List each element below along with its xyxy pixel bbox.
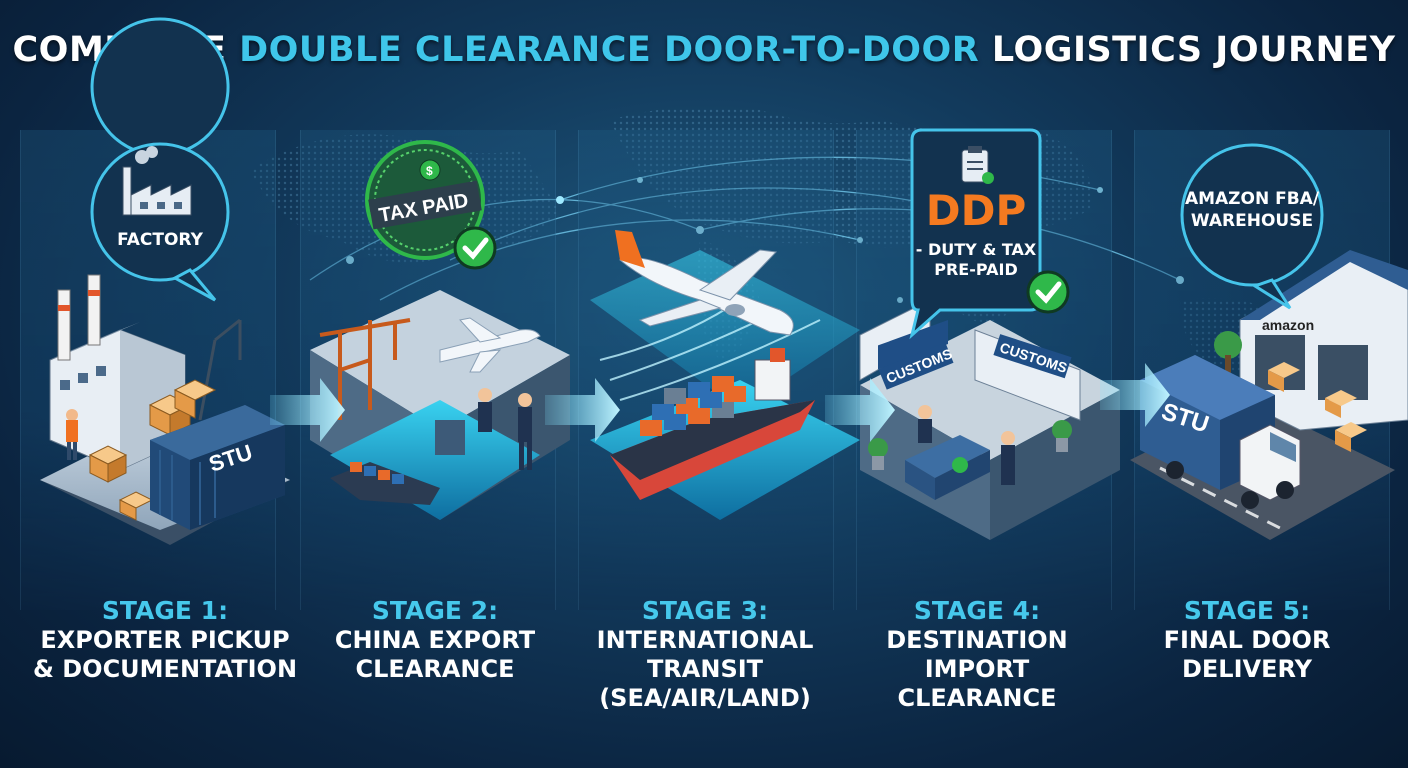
ddp-line-1: - DUTY & TAX — [915, 240, 1037, 259]
stage-4-line-2: IMPORT CLEARANCE — [897, 655, 1057, 712]
ddp-bubble — [909, 128, 1070, 340]
stage-3-line-2: TRANSIT — [646, 655, 764, 683]
stage-2-number: STAGE 2: — [371, 596, 499, 625]
stage-2-airplane — [439, 317, 541, 373]
stage-3-number: STAGE 3: — [641, 596, 769, 625]
stage-5-line-1: FINAL DOOR — [1163, 626, 1331, 654]
check-icon — [453, 226, 497, 270]
tree — [1214, 331, 1242, 375]
stage-3-scene — [590, 230, 860, 520]
customs-desk — [905, 435, 990, 500]
stage-4-number: STAGE 4: — [913, 596, 1041, 625]
stage-2-line-2: CLEARANCE — [355, 655, 515, 683]
worker-figure — [66, 409, 78, 460]
ddp-title: DDP — [925, 186, 1027, 235]
factory-bubble — [90, 17, 230, 302]
stage-2-cargo-ship — [330, 462, 440, 505]
stage-4-line-1: DESTINATION — [886, 626, 1068, 654]
stage-1-line-1: EXPORTER PICKUP — [40, 626, 290, 654]
stage-3-label: STAGE 3: INTERNATIONAL TRANSIT (SEA/AIR/… — [570, 596, 840, 713]
stage-5-label: STAGE 5: FINAL DOOR DELIVERY — [1112, 596, 1382, 684]
port-crane — [319, 318, 411, 420]
amazon-sign: amazon — [1262, 317, 1314, 333]
arrow-right-icon — [270, 363, 1170, 442]
title-part-2: LOGISTICS JOURNEY — [979, 30, 1396, 70]
tax-paid-badge: $ TAX PAID — [365, 140, 497, 270]
stage-2-scene — [310, 290, 570, 520]
stage-3-line-1: INTERNATIONAL — [596, 626, 814, 654]
title-highlight: DOUBLE CLEARANCE DOOR-TO-DOOR — [239, 30, 980, 70]
stage-4-label: STAGE 4: DESTINATION IMPORT CLEARANCE — [842, 596, 1112, 713]
airplane-icon — [615, 230, 794, 336]
amazon-bubble-line-2: WAREHOUSE — [1190, 211, 1314, 231]
clipboard-icon — [961, 146, 994, 184]
ddp-line-2: PRE-PAID — [934, 260, 1018, 279]
ddp-check-icon — [1026, 270, 1070, 314]
factory-icon — [122, 146, 192, 216]
tax-symbol: $ — [426, 164, 433, 178]
stage-1-label: STAGE 1: EXPORTER PICKUP & DOCUMENTATION — [30, 596, 300, 684]
customs-sign-left — [878, 319, 948, 370]
crane — [198, 318, 242, 421]
customs-officers — [435, 388, 532, 470]
potted-plant — [868, 420, 1072, 470]
stage-5-line-2: DELIVERY — [1181, 655, 1313, 683]
amazon-bubble-line-1: AMAZON FBA/ — [1184, 189, 1320, 209]
stage-1-line-2: & DOCUMENTATION — [32, 655, 298, 683]
stage-3-line-3: (SEA/AIR/LAND) — [599, 684, 811, 712]
amazon-bubble — [1180, 143, 1324, 310]
truck-icon: STU — [1140, 355, 1301, 509]
stage-1-scene: STU — [40, 274, 290, 545]
stage-5-number: STAGE 5: — [1183, 596, 1311, 625]
shipping-container: STU — [150, 405, 285, 530]
stage-1-number: STAGE 1: — [101, 596, 229, 625]
money-bag-icon: $ — [419, 159, 441, 181]
stage-4-scene: CUSTOMS CUSTOMS — [859, 299, 1120, 540]
stage-2-label: STAGE 2: CHINA EXPORT CLEARANCE — [300, 596, 570, 684]
stage-2-line-1: CHINA EXPORT — [334, 626, 536, 654]
factory-bubble-label: FACTORY — [117, 230, 203, 250]
cargo-ship-icon — [610, 348, 815, 500]
